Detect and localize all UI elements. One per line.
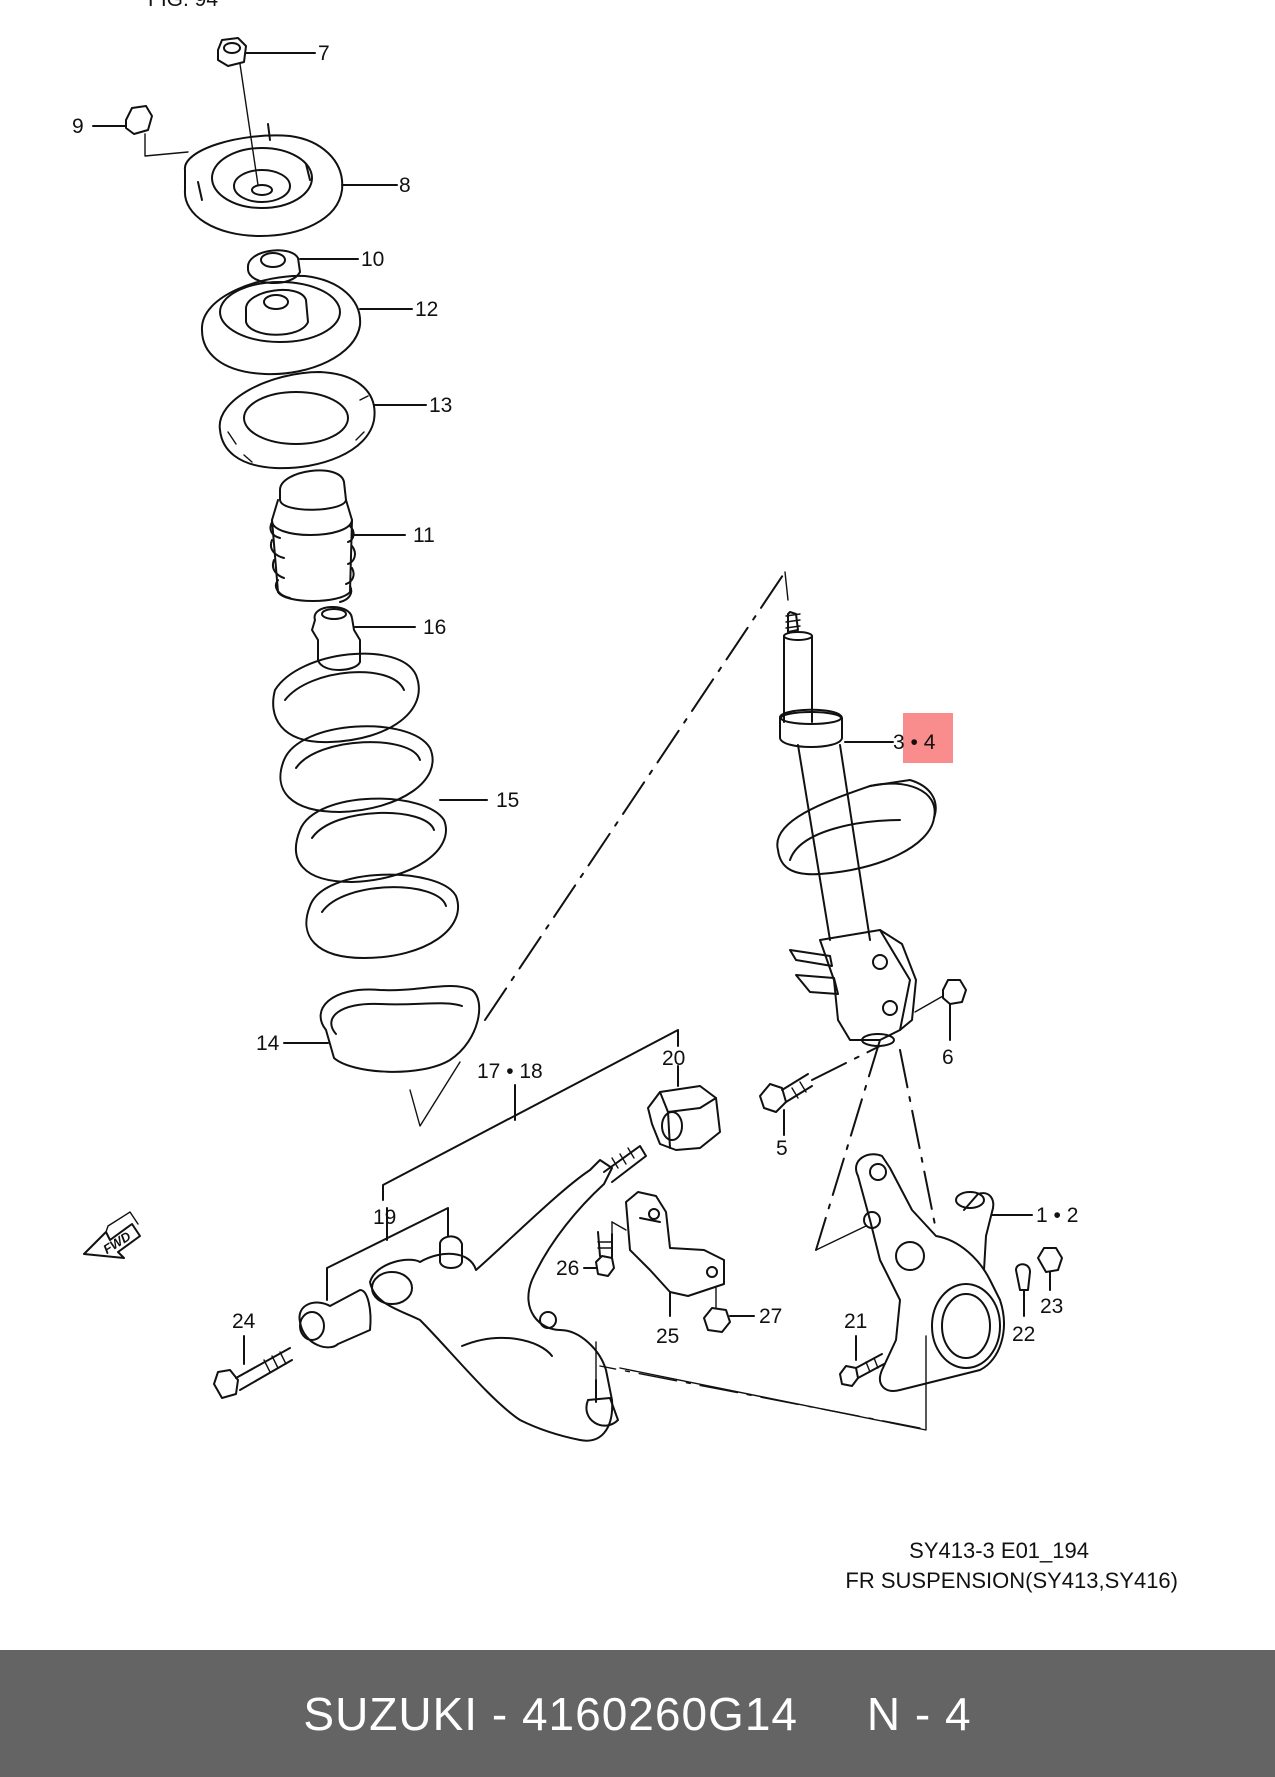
callout-21: 21 <box>844 1310 867 1333</box>
part-footer-banner: SUZUKI - 4160260G14 N - 4 <box>0 1650 1275 1777</box>
callout-17-18: 17 • 18 <box>477 1060 543 1083</box>
group-bracket-knuckle <box>599 1039 937 1431</box>
callout-27: 27 <box>759 1305 782 1328</box>
fwd-arrow-icon: FWD <box>83 1211 141 1259</box>
callout-12: 12 <box>415 298 438 321</box>
part-24-bolt-bush <box>213 1289 372 1399</box>
part-21-bolt <box>839 1335 885 1387</box>
part-10-bearing <box>246 249 359 285</box>
group-bracket-lower-arm <box>382 1029 679 1201</box>
callout-25: 25 <box>656 1325 679 1348</box>
part-11-dust-boot <box>269 469 406 603</box>
callout-15: 15 <box>496 789 519 812</box>
callout-5: 5 <box>776 1137 788 1160</box>
callout-3-4: 3 • 4 <box>893 731 936 754</box>
part-20-stabilizer-bush <box>647 1065 721 1151</box>
part-5-bolt <box>759 1045 881 1136</box>
part-23-castle-nut <box>1037 1247 1063 1291</box>
part-9-nut <box>92 105 189 157</box>
part-15-coil-spring <box>272 652 488 959</box>
callout-20: 20 <box>662 1047 685 1070</box>
part-27-nut <box>703 1287 755 1333</box>
footer-brand: SUZUKI <box>303 1687 479 1740</box>
callout-19: 19 <box>373 1206 396 1229</box>
part-6-nut <box>914 979 967 1041</box>
part-3-4-strut-assembly <box>776 611 937 1047</box>
callout-13: 13 <box>429 394 452 417</box>
callout-7: 7 <box>318 42 330 65</box>
part-12-spring-seat <box>200 274 413 376</box>
callout-16: 16 <box>423 616 446 639</box>
callout-24: 24 <box>232 1310 256 1333</box>
part-8-strut-mount <box>183 63 398 237</box>
footer-ref: N - 4 <box>866 1687 972 1740</box>
callout-3-4-highlight <box>903 713 953 763</box>
callout-11: 11 <box>413 524 435 547</box>
footer-separator: - <box>478 1687 522 1740</box>
part-26-bolt <box>583 1221 627 1277</box>
suspension-diagram: FIG. 94 7 9 8 10 12 <box>72 0 1078 1442</box>
part-16-bump-stopper <box>311 605 416 671</box>
part-25-bracket <box>625 1191 725 1317</box>
part-19-lower-arm <box>326 1145 647 1442</box>
callout-23: 23 <box>1040 1295 1063 1318</box>
callout-9: 9 <box>72 115 84 138</box>
fig-title-fragment: FIG. 94 <box>148 0 218 11</box>
part-22-cotter-pin <box>1015 1263 1031 1317</box>
callout-1-2: 1 • 2 <box>1036 1204 1078 1227</box>
callout-22: 22 <box>1012 1323 1035 1346</box>
diagram-title: FR SUSPENSION(SY413,SY416) <box>845 1568 1178 1593</box>
footer-part-number: 4160260G14 <box>521 1687 798 1740</box>
callout-26: 26 <box>556 1257 579 1280</box>
group-bracket-spring-strut <box>409 571 789 1127</box>
callout-10: 10 <box>361 248 384 271</box>
part-14-lower-insulator <box>283 984 481 1073</box>
part-1-2-steering-knuckle <box>855 1153 1033 1392</box>
part-7-nut <box>217 37 316 67</box>
diagram-code: SY413-3 E01_194 <box>909 1538 1089 1563</box>
part-13-spring-insulator <box>218 371 427 470</box>
callout-6: 6 <box>942 1046 954 1069</box>
footer-gap <box>798 1687 867 1741</box>
callout-14: 14 <box>256 1032 280 1055</box>
callout-8: 8 <box>399 174 411 197</box>
